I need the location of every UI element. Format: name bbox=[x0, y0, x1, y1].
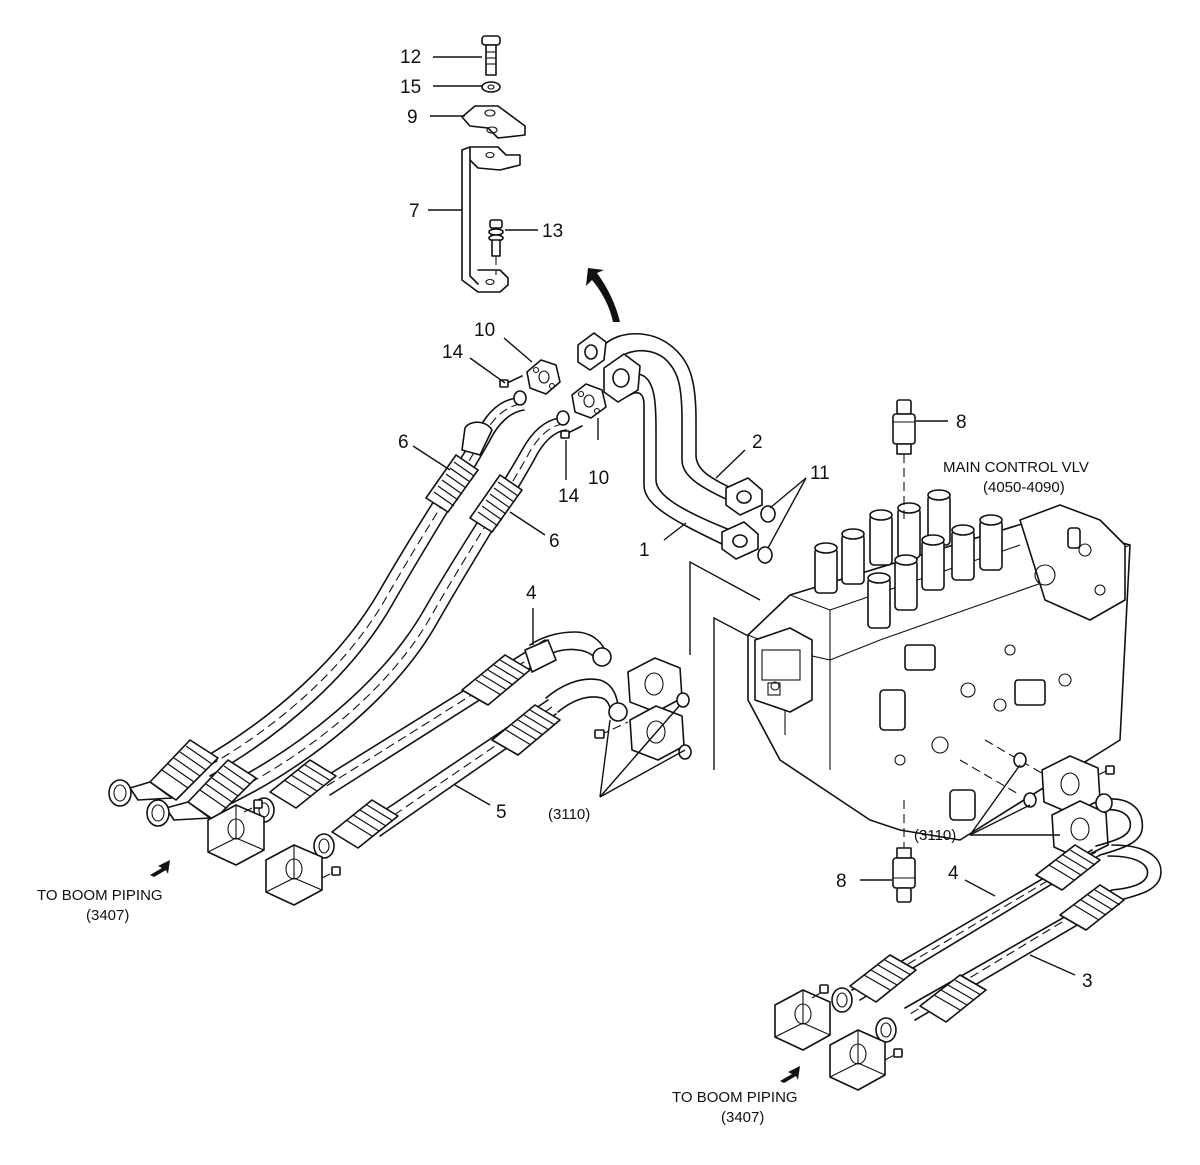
callout-11: 11 bbox=[810, 463, 830, 484]
callout-8-bottom: 8 bbox=[836, 871, 847, 892]
boom-arrow-bottom bbox=[780, 1066, 800, 1083]
boom-bottom-title: TO BOOM PIPING bbox=[672, 1089, 798, 1106]
bolt-14-upper bbox=[499, 375, 523, 388]
callout-14-lower: 14 bbox=[558, 486, 580, 507]
left-flange-block-upper bbox=[627, 657, 690, 713]
pipe-2-flange bbox=[725, 477, 763, 516]
pipe-2 bbox=[603, 333, 736, 501]
upper-flange-block bbox=[577, 332, 641, 403]
hose-6-upper bbox=[199, 397, 525, 777]
split-flange-10-upper bbox=[526, 359, 561, 395]
relief-valve-8-bottom bbox=[892, 800, 916, 903]
main-control-valve bbox=[747, 489, 1131, 841]
hose-6-lower-nipple bbox=[556, 410, 570, 426]
leader-lines bbox=[412, 56, 1076, 976]
hose-6-lower bbox=[214, 417, 567, 807]
callout-5: 5 bbox=[496, 802, 507, 823]
o-ring-11-lower bbox=[757, 546, 773, 564]
boom-left-ref: (3407) bbox=[86, 907, 129, 924]
direction-arrow bbox=[586, 268, 620, 322]
callout-3: 3 bbox=[1082, 971, 1093, 992]
hose-5-ferrule bbox=[313, 704, 561, 859]
hose-6-lower-end bbox=[146, 759, 257, 827]
callout-10-upper: 10 bbox=[474, 320, 495, 341]
relief-valve-8-top bbox=[892, 399, 916, 520]
hose-6-upper-nipple bbox=[513, 390, 527, 406]
callout-10-lower: 10 bbox=[588, 468, 609, 489]
bolt-12 bbox=[481, 35, 501, 76]
hose-5-nipple bbox=[608, 702, 628, 722]
callout-6-lower: 6 bbox=[549, 531, 560, 552]
callout-2: 2 bbox=[752, 432, 763, 453]
callout-8-top: 8 bbox=[956, 412, 967, 433]
callout-15: 15 bbox=[400, 77, 421, 98]
right-flange-block-upper bbox=[1041, 755, 1115, 815]
callout-6-upper: 6 bbox=[398, 432, 409, 453]
callout-9: 9 bbox=[407, 107, 418, 128]
hose-4-left-ferrule bbox=[253, 654, 531, 823]
ref-3110-right: (3110) bbox=[914, 827, 956, 844]
pipe-1-flange bbox=[721, 521, 759, 560]
callout-13: 13 bbox=[542, 221, 563, 242]
boom-bottom-ref: (3407) bbox=[721, 1109, 764, 1126]
boom-arrow-left bbox=[150, 860, 170, 877]
ref-3110-left: (3110) bbox=[548, 806, 590, 823]
loose-flange-block-1 bbox=[207, 799, 265, 866]
loose-flange-block-4 bbox=[829, 1029, 903, 1091]
leader-frame-left bbox=[689, 560, 761, 655]
hose-6-upper-ferrule-top bbox=[425, 454, 479, 513]
leader-frame-left-2 bbox=[713, 616, 753, 770]
right-flange-block-lower bbox=[1051, 800, 1109, 860]
hose-3 bbox=[904, 844, 1162, 1021]
o-ring-11-upper bbox=[760, 505, 776, 523]
hose-4-right-ferrule bbox=[831, 844, 1101, 1013]
boom-left-title: TO BOOM PIPING bbox=[37, 887, 163, 904]
callout-12: 12 bbox=[400, 47, 421, 68]
callout-4-left: 4 bbox=[526, 583, 537, 604]
left-flange-bolt bbox=[594, 721, 629, 739]
loose-flange-block-3 bbox=[774, 984, 831, 1051]
callout-4-right: 4 bbox=[948, 863, 959, 884]
pipe-1 bbox=[621, 373, 731, 546]
valve-spool-caps bbox=[814, 489, 1003, 629]
clamp-9 bbox=[461, 105, 526, 139]
bracket-7 bbox=[461, 146, 521, 293]
hose-3-ferrule bbox=[875, 884, 1125, 1043]
right-o-ring-1 bbox=[1013, 752, 1027, 768]
main-valve-range: (4050-4090) bbox=[983, 479, 1065, 496]
hose-6-upper-end bbox=[108, 739, 219, 807]
main-valve-title: MAIN CONTROL VLV bbox=[943, 459, 1089, 476]
hose-6-lower-ferrule-top bbox=[469, 474, 523, 533]
callout-1: 1 bbox=[639, 540, 650, 561]
callout-14-upper: 14 bbox=[442, 342, 464, 363]
right-o-ring-2 bbox=[1023, 792, 1037, 808]
hose-4-left-nipple bbox=[592, 647, 612, 667]
split-flange-10-lower bbox=[571, 383, 607, 419]
bolt-14-lower bbox=[560, 425, 583, 439]
loose-flange-block-2 bbox=[265, 844, 341, 906]
bolt-13 bbox=[488, 219, 504, 275]
washer-15 bbox=[481, 81, 501, 93]
callout-7: 7 bbox=[409, 201, 420, 222]
